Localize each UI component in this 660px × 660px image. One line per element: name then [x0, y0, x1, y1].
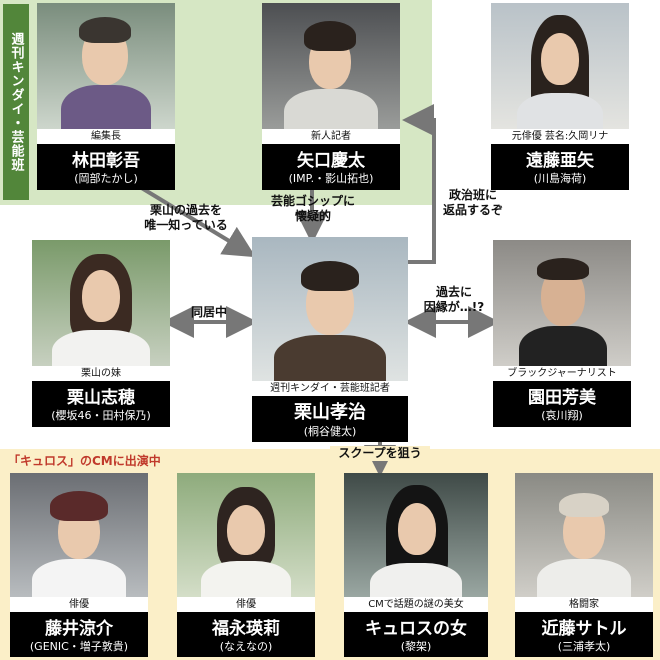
name-shiho: 栗山志穂: [67, 388, 135, 408]
name-fujii: 藤井涼介: [45, 619, 113, 639]
actor-kyurosu-woman: (黎架): [400, 640, 432, 653]
photo-shiho: [32, 240, 170, 366]
role-shiho: 栗山の妹: [32, 366, 170, 381]
relation-sister: 同居中: [190, 305, 227, 319]
role-yaguchi: 新人記者: [262, 129, 400, 144]
editorial-team-title: 週刊キンダイ・芸能班: [3, 4, 29, 200]
card-kuriyama[interactable]: 週刊キンダイ・芸能班記者 栗山孝治 (桐谷健太): [252, 237, 408, 442]
relation-yaguchi: 芸能ゴシップに 懐疑的: [258, 194, 368, 224]
photo-fukunaga: [177, 473, 315, 597]
arrow-hayashida-to-kuriyama: [138, 185, 256, 258]
role-kondo: 格闘家: [515, 597, 653, 612]
photo-hayashida: [37, 3, 175, 129]
relation-politics-line2: 返品するぞ: [442, 203, 503, 217]
relation-sonoda: 過去に 因縁が…!?: [414, 285, 494, 315]
photo-kondo: [515, 473, 653, 597]
role-fujii: 俳優: [10, 597, 148, 612]
actor-yaguchi: (IMP.・影山拓也): [288, 172, 374, 185]
role-endo: 元俳優 芸名:久岡リナ: [491, 129, 629, 144]
actor-kuriyama: (桐谷健太): [303, 425, 357, 438]
arrow-kuriyama-to-yaguchi: [402, 104, 436, 264]
role-fukunaga: 俳優: [177, 597, 315, 612]
card-yaguchi[interactable]: 新人記者 矢口慶太 (IMP.・影山拓也): [262, 3, 400, 190]
relation-scoop: スクープを狙う: [330, 446, 430, 461]
actor-fukunaga: (なえなの): [219, 640, 273, 653]
card-endo[interactable]: 元俳優 芸名:久岡リナ 遠藤亜矢 (川島海荷): [491, 3, 629, 190]
name-kyurosu-woman: キュロスの女: [365, 619, 467, 639]
role-hayashida: 編集長: [37, 129, 175, 144]
actor-sonoda: (哀川翔): [541, 409, 583, 422]
role-kuriyama: 週刊キンダイ・芸能班記者: [252, 381, 408, 396]
card-fukunaga[interactable]: 俳優 福永瑛莉 (なえなの): [177, 473, 315, 657]
name-sonoda: 園田芳美: [528, 388, 596, 408]
card-kyurosu-woman[interactable]: CMで話題の謎の美女 キュロスの女 (黎架): [344, 473, 488, 657]
name-kondo: 近藤サトル: [541, 619, 627, 639]
card-shiho[interactable]: 栗山の妹 栗山志穂 (櫻坂46・田村保乃): [32, 240, 170, 427]
name-hayashida: 林田彰吾: [72, 151, 140, 171]
relation-politics: 政治班に 返品するぞ: [436, 188, 510, 218]
actor-hayashida: (岡部たかし): [74, 172, 138, 185]
name-fukunaga: 福永瑛莉: [212, 619, 280, 639]
cm-group-title: 「キュロス」のCMに出演中: [8, 454, 161, 468]
photo-sonoda: [493, 240, 631, 366]
relation-hayashida: 栗山の過去を 唯一知っている: [124, 203, 248, 233]
name-kuriyama: 栗山孝治: [294, 402, 366, 423]
name-yaguchi: 矢口慶太: [297, 151, 365, 171]
relation-sonoda-line1: 過去に: [435, 285, 472, 299]
name-endo: 遠藤亜矢: [526, 151, 594, 171]
photo-kyurosu-woman: [344, 473, 488, 597]
actor-endo: (川島海荷): [533, 172, 587, 185]
photo-yaguchi: [262, 3, 400, 129]
card-sonoda[interactable]: ブラックジャーナリスト 園田芳美 (哀川翔): [493, 240, 631, 427]
relation-yaguchi-line2: 懐疑的: [294, 209, 331, 223]
photo-endo: [491, 3, 629, 129]
card-fujii[interactable]: 俳優 藤井涼介 (GENIC・増子敦貴): [10, 473, 148, 657]
relation-politics-line1: 政治班に: [448, 188, 497, 202]
photo-fujii: [10, 473, 148, 597]
card-hayashida[interactable]: 編集長 林田彰吾 (岡部たかし): [37, 3, 175, 190]
relation-yaguchi-line1: 芸能ゴシップに: [270, 194, 355, 208]
relation-hayashida-line2: 唯一知っている: [144, 218, 228, 232]
relation-sonoda-line2: 因縁が…!?: [423, 300, 485, 314]
relation-hayashida-line1: 栗山の過去を: [149, 203, 222, 217]
actor-shiho: (櫻坂46・田村保乃): [51, 409, 151, 422]
photo-kuriyama: [252, 237, 408, 381]
role-sonoda: ブラックジャーナリスト: [493, 366, 631, 381]
actor-kondo: (三浦孝太): [557, 640, 611, 653]
role-kyurosu-woman: CMで話題の謎の美女: [344, 597, 488, 612]
card-kondo[interactable]: 格闘家 近藤サトル (三浦孝太): [515, 473, 653, 657]
actor-fujii: (GENIC・増子敦貴): [29, 640, 129, 653]
